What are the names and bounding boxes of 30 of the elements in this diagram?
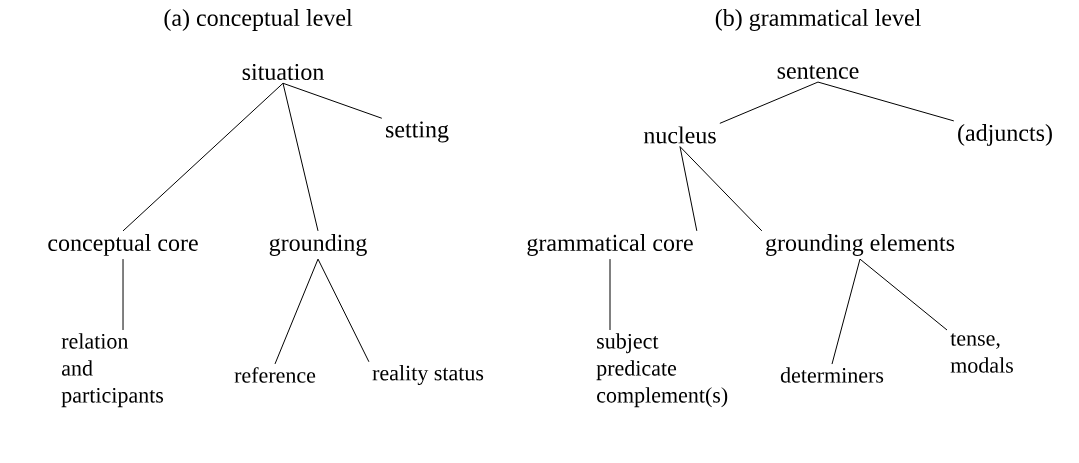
tree-label: sentence — [777, 65, 859, 79]
tree-line — [122, 258, 124, 331]
tree-label: conceptual core — [48, 234, 198, 256]
tree-label: grammatical core — [527, 234, 693, 256]
tree-line — [317, 258, 370, 363]
tree-line — [719, 81, 819, 124]
tree-label: nucleus — [643, 126, 716, 144]
tree-label: relation and participants — [61, 333, 164, 408]
tree-line — [282, 82, 319, 232]
tree-label: tense, modals — [950, 333, 1013, 373]
heading: (b) grammatical level — [715, 9, 921, 31]
tree-line — [831, 258, 861, 365]
tree-line — [122, 82, 284, 232]
tree-line — [282, 82, 383, 119]
tree-line — [609, 258, 611, 331]
tree-label: setting — [386, 121, 449, 143]
tree-label: reality status — [372, 365, 484, 385]
tree-label: (adjuncts) — [958, 124, 1052, 146]
tree-label: grounding — [269, 234, 367, 256]
tree-label: reference — [234, 367, 316, 383]
tree-label: subject predicate complement(s) — [596, 333, 728, 408]
tree-line — [817, 81, 955, 122]
tree-label: grounding elements — [766, 234, 955, 256]
heading: (a) conceptual level — [164, 9, 353, 31]
tree-line — [274, 258, 319, 365]
tree-label: situation — [242, 63, 324, 81]
tree-label: determiners — [780, 367, 884, 383]
tree-line — [679, 146, 698, 232]
tree-line — [679, 146, 763, 232]
tree-line — [859, 258, 948, 331]
